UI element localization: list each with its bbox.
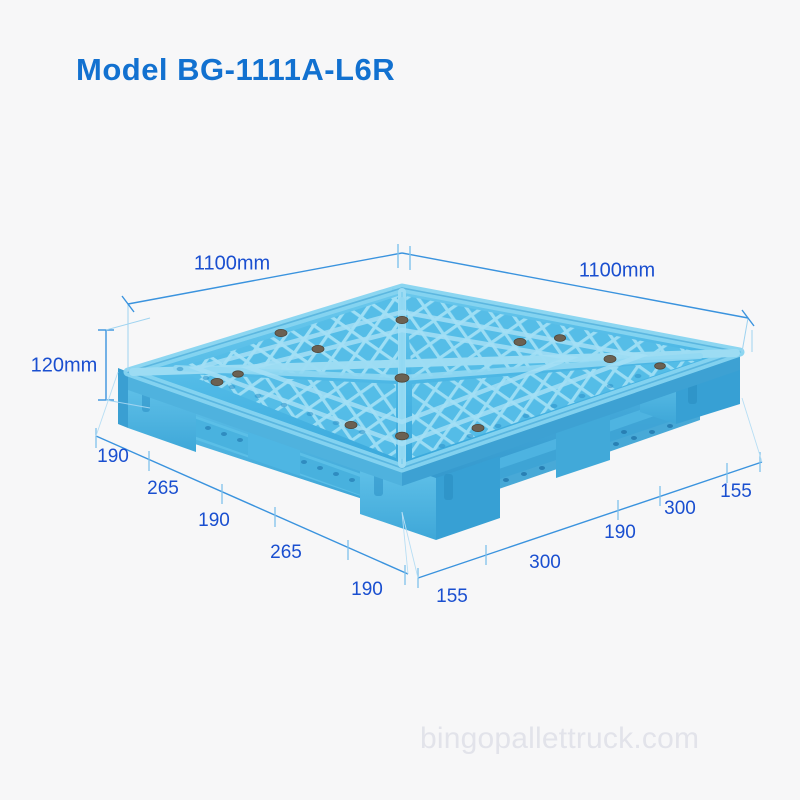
dimension-label-right-3: 190	[604, 522, 636, 543]
pallet-legs	[118, 288, 740, 540]
page-title: Model BG-1111A-L6R	[76, 52, 396, 87]
dimension-label-right-1: 155	[436, 586, 468, 607]
dimension-label-width-right: 1100mm	[578, 259, 656, 282]
dimension-label-right-2: 300	[529, 552, 561, 573]
dimension-label-height: 120mm	[30, 354, 98, 377]
dimension-label-left-4: 265	[270, 542, 302, 563]
dimension-label-right-4: 300	[664, 498, 696, 519]
dimension-label-left-1: 190	[97, 446, 129, 467]
dimension-label-left-3: 190	[198, 510, 230, 531]
pallet-deck	[123, 283, 745, 486]
dimension-lines	[95, 244, 763, 588]
pallet-base-legs	[128, 352, 740, 512]
dimension-label-right-5: 155	[720, 481, 752, 502]
site-watermark: bingopallettruck.com	[420, 722, 700, 755]
dimension-label-width-left: 1100mm	[193, 252, 271, 275]
dimension-label-left-5: 190	[351, 579, 383, 600]
dimension-label-left-2: 265	[147, 478, 179, 499]
pallet-studs	[210, 315, 666, 441]
